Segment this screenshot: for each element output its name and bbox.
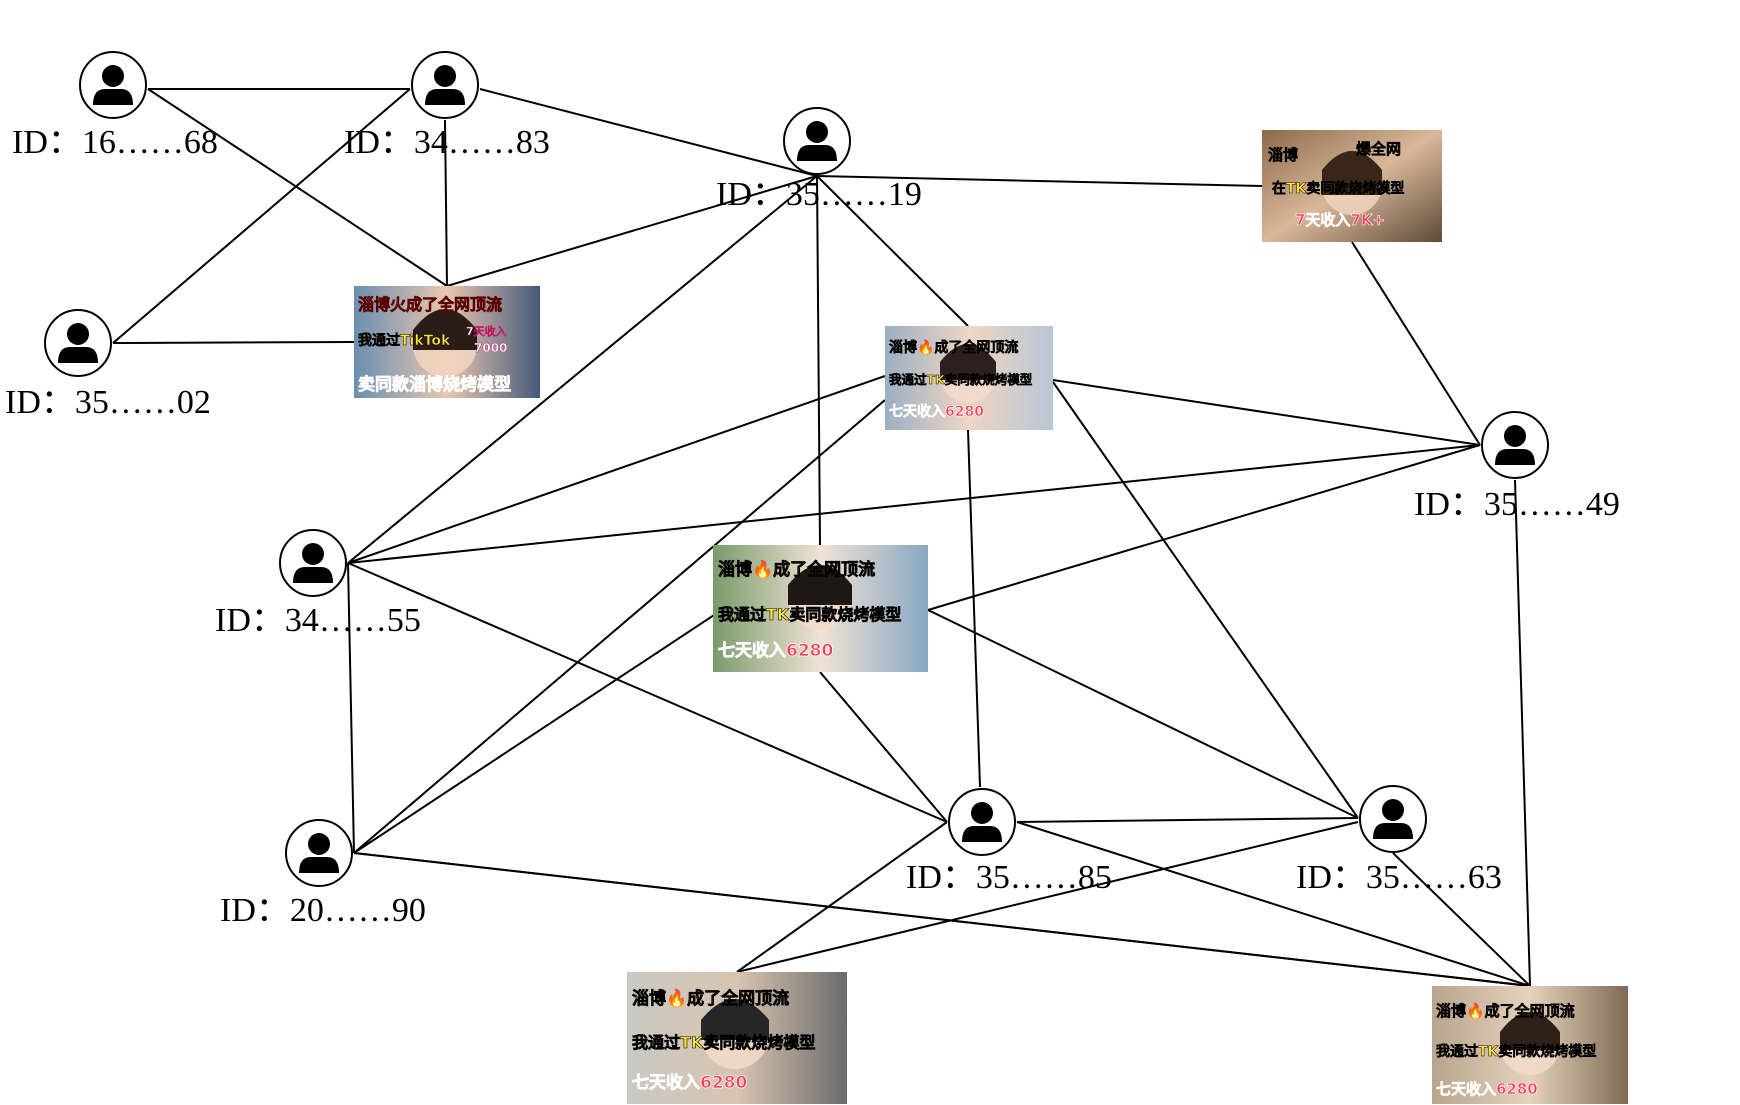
edge-u3519-v3	[816, 175, 969, 327]
user-node-35-49[interactable]: ID：35……49	[1414, 411, 1620, 523]
person-icon	[948, 788, 1016, 856]
thumb-line: 我通过TK卖同款烧烤模型	[889, 372, 1033, 387]
user-node-35-85[interactable]: ID：35……85	[906, 788, 1112, 896]
user-id-label: ID：35……63	[1296, 859, 1502, 896]
thumb-line: 七天收入6280	[632, 1072, 747, 1093]
edge-u3585-v5	[736, 821, 948, 973]
person-icon	[44, 309, 112, 377]
video-thumbnail-6[interactable]: 淄博🔥成了全网顶流 我通过TK卖同款烧烤模型 七天收入6280	[1432, 986, 1628, 1104]
user-id-label: ID：20……90	[220, 892, 426, 929]
edge-v2-u3549	[1351, 241, 1481, 446]
edge-u3519-v2	[816, 175, 1263, 187]
edge-u3519-v4	[816, 175, 821, 546]
edge-u34a-u3502	[112, 88, 411, 344]
edge-v3-u3549	[1052, 379, 1481, 446]
thumb-line: 淄博	[1268, 146, 1298, 164]
edge-v3-u3585	[967, 429, 981, 788]
video-thumbnail-4[interactable]: 淄博🔥成了全网顶流 我通过TK卖同款烧烤模型 七天收入6280	[713, 545, 928, 672]
thumb-line: 淄博🔥成了全网顶流	[718, 559, 875, 580]
edge-u2090-v6	[353, 852, 1531, 987]
user-node-35-02[interactable]: ID：35……02	[5, 309, 211, 421]
connection-lines	[112, 88, 1531, 987]
edge-u3563-v6	[1392, 852, 1531, 987]
edge-v1-u3519	[446, 175, 818, 287]
thumb-line: 七天收入6280	[1436, 1080, 1538, 1098]
edge-u3549-v6	[1514, 479, 1531, 987]
edge-u16-v1	[147, 88, 448, 287]
user-id-label: ID：34……83	[344, 124, 550, 161]
edge-v4-u3563	[927, 609, 1359, 819]
thumb-line: 我通过TikTok	[358, 332, 451, 349]
person-icon	[79, 51, 147, 119]
thumb-line: 淄博火成了全网顶流	[358, 295, 502, 314]
user-id-label: ID：34……55	[215, 602, 421, 639]
edge-u3519-u3455	[347, 175, 818, 564]
thumb-line: 我通过TK卖同款烧烤模型	[1436, 1043, 1596, 1060]
edge-u3585-u3563	[1016, 817, 1359, 823]
thumb-line: 淄博🔥成了全网顶流	[632, 988, 789, 1009]
edge-u3549-v4	[927, 444, 1481, 611]
thumb-line: 爆全网	[1356, 140, 1401, 158]
thumb-line: 我通过TK卖同款烧烤模型	[632, 1033, 815, 1052]
user-node-34-55[interactable]: ID：34……55	[215, 529, 421, 639]
edge-v3-u2090	[353, 399, 886, 854]
edge-u3549-u3455	[347, 444, 1481, 564]
thumb-line: 卖同款淄博烧烤模型	[358, 374, 511, 395]
video-thumbnail-1[interactable]: 淄博火成了全网顶流 我通过TikTok 7天收入 7000 卖同款淄博烧烤模型	[354, 286, 540, 398]
thumb-line: 我通过TK卖同款烧烤模型	[718, 605, 901, 624]
user-id-label: ID：35……49	[1414, 486, 1620, 523]
person-icon	[411, 51, 479, 119]
user-id-label: ID：35……19	[716, 176, 922, 213]
person-icon	[1481, 411, 1549, 479]
video-thumbnail-3[interactable]: 淄博🔥成了全网顶流 我通过TK卖同款烧烤模型 七天收入6280	[885, 326, 1053, 430]
video-thumbnail-2[interactable]: 淄博 爆全网 在TK卖同款烧烤模型 7天收入7K+	[1262, 130, 1442, 242]
thumb-line: 淄博🔥成了全网顶流	[889, 339, 1018, 356]
edge-u3502-v1	[112, 341, 355, 344]
user-id-label: ID：35……02	[5, 384, 211, 421]
edge-v4-u3585	[819, 671, 948, 823]
person-icon	[285, 819, 353, 887]
edge-u34a-u3519	[479, 88, 818, 177]
user-id-label: ID：16……68	[12, 124, 218, 161]
edge-v3-u3563	[1052, 381, 1359, 819]
thumb-line: 七天收入6280	[889, 403, 984, 420]
user-node-35-19[interactable]: ID：35……19	[716, 107, 922, 213]
user-id-label: ID：35……85	[906, 859, 1112, 896]
thumb-line: 七天收入6280	[718, 640, 833, 661]
thumb-line: 7天收入7K+	[1295, 211, 1385, 229]
edge-u3585-v6	[1016, 821, 1531, 987]
video-thumbnail-5[interactable]: 淄博🔥成了全网顶流 我通过TK卖同款烧烤模型 七天收入6280	[627, 972, 847, 1104]
edge-u34a-v1	[444, 119, 448, 287]
edge-u3455-u2090	[347, 562, 355, 854]
user-node-16-68[interactable]: ID：16……68	[12, 51, 218, 161]
thumb-line: 在TK卖同款烧烤模型	[1272, 180, 1404, 197]
edge-v3-u3455	[347, 375, 886, 564]
person-icon	[1359, 785, 1427, 853]
edge-u3563-v5	[736, 821, 1359, 973]
edge-u3455-u3585	[347, 562, 948, 823]
person-icon	[783, 107, 851, 175]
user-node-34-83[interactable]: ID：34……83	[344, 51, 550, 161]
user-node-35-63[interactable]: ID：35……63	[1296, 785, 1502, 896]
thumb-line: 淄博🔥成了全网顶流	[1436, 1002, 1575, 1020]
person-icon	[279, 529, 347, 597]
user-node-20-90[interactable]: ID：20……90	[220, 819, 426, 929]
thumb-line: 7000	[474, 341, 507, 355]
thumb-line: 7天收入	[466, 324, 507, 338]
